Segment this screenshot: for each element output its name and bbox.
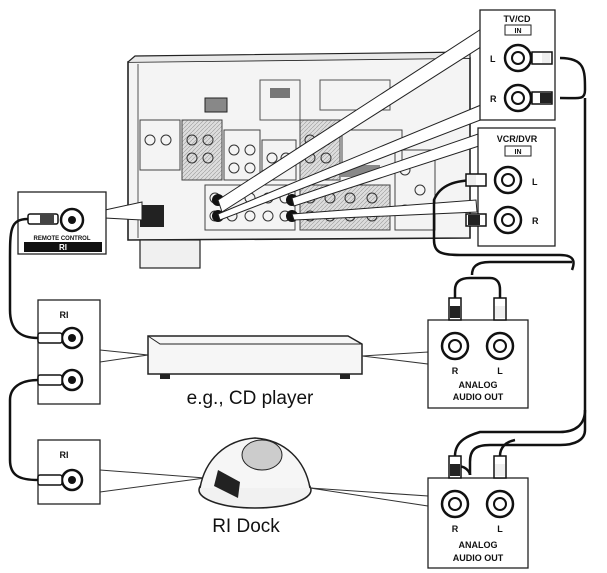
analog-out-2-line2: AUDIO OUT — [453, 553, 504, 563]
analog-out-1-r-label: R — [452, 366, 459, 376]
vcr-dvr-label: VCR/DVR — [497, 134, 538, 144]
tv-cd-l-label: L — [490, 54, 496, 64]
analog-out-2-l-label: L — [497, 524, 503, 534]
remote-control-label: REMOTE CONTROL — [34, 236, 91, 242]
ri-dock-label: RI Dock — [212, 516, 280, 537]
vcr-dvr-in-label: IN — [515, 149, 522, 156]
cd-player: e.g., CD player — [147, 335, 363, 409]
tv-cd-label: TV/CD — [504, 14, 532, 24]
analog-out-2-line1: ANALOG — [459, 540, 498, 550]
cd-ri-label: RI — [60, 310, 69, 320]
analog-out-1-line2: AUDIO OUT — [453, 392, 504, 402]
analog-out-panel-2: R L ANALOG AUDIO OUT — [309, 477, 529, 569]
ri-cables — [8, 217, 39, 482]
dock-ri-label: RI — [60, 450, 69, 460]
tv-cd-r-label: R — [490, 94, 497, 104]
remote-control-panel: REMOTE CONTROL RI — [17, 191, 143, 255]
audio-cables — [432, 56, 587, 478]
analog-out-panel-1: R L ANALOG AUDIO OUT — [361, 319, 529, 409]
dock-ri-panel: RI — [37, 439, 206, 505]
cd-player-label: e.g., CD player — [187, 388, 314, 409]
tvcd-plugs — [531, 51, 553, 105]
analog-out-1-l-label: L — [497, 366, 503, 376]
vcr-dvr-input-panel: VCR/DVR IN L R — [477, 127, 556, 247]
vcrdvr-plugs — [465, 173, 487, 227]
analog-out-1-line1: ANALOG — [459, 380, 498, 390]
zoom-lines-vcrdvr — [291, 133, 480, 221]
ri-dock: RI Dock — [198, 437, 312, 537]
analog-out-2-r-label: R — [452, 524, 459, 534]
vcr-dvr-r-label: R — [532, 216, 539, 226]
ri-logo: RI — [59, 243, 67, 252]
analog-out-plugs — [448, 297, 587, 479]
tv-cd-in-label: IN — [515, 28, 522, 35]
cd-player-ri-panel: RI — [37, 299, 149, 405]
vcr-dvr-l-label: L — [532, 177, 538, 187]
